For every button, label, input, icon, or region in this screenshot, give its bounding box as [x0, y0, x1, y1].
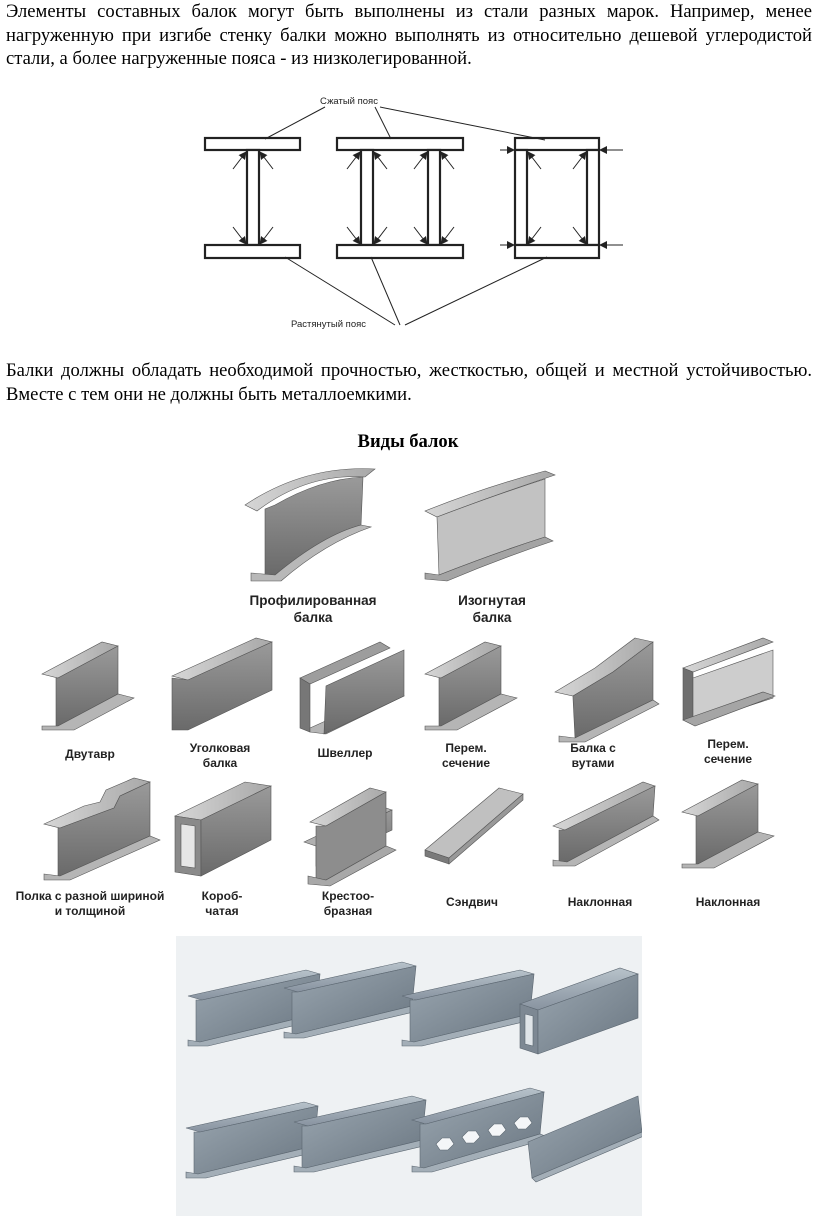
variable-section-label-1: Перем. — [445, 741, 486, 755]
curved-beam-image — [424, 470, 556, 582]
intro-paragraph: Элементы составных балок могут быть выпо… — [6, 1, 812, 69]
inclined-beam-image — [552, 781, 660, 867]
box-beam-image — [174, 781, 272, 877]
angle-beam-label-1: Уголковая — [190, 741, 251, 755]
steel-box-beam — [519, 967, 639, 1055]
composite-beam-diagram: Сжатый пояс Растянутый пояс — [203, 96, 623, 330]
requirements-paragraph: Балки должны обладать необходимой прочно… — [6, 360, 812, 405]
i-beam-image — [41, 641, 135, 731]
castellated-beam — [410, 1087, 551, 1173]
steel-channel-beam — [527, 1095, 642, 1183]
variable-section-beam-image — [424, 641, 518, 731]
cruciform-beam-image — [303, 787, 397, 887]
profiled-beam-image — [244, 468, 376, 582]
cruciform-label-2: бразная — [324, 904, 372, 918]
cruciform-label-1: Крестоо- — [322, 889, 374, 903]
curved-beam-label-1: Изогнутая — [458, 593, 526, 608]
compressed-flange-label: Сжатый пояс — [320, 96, 378, 107]
steel-beams-photo — [176, 936, 642, 1216]
curved-beam-label-2: балка — [473, 610, 512, 625]
sandwich-beam-image — [424, 787, 524, 865]
box-beam-label-2: чатая — [205, 904, 238, 918]
profiled-beam-label-1: Профилированная — [250, 593, 377, 608]
channel-beam-image — [299, 641, 405, 735]
ibeam-top-flange — [203, 136, 302, 152]
ibeam-bottom-flange — [203, 243, 302, 260]
inclined-beam-2-image — [681, 779, 775, 869]
box-bottom-flange — [335, 243, 465, 260]
variable-section-2-label-2: сечение — [704, 752, 752, 766]
i-beam-label: Двутавр — [65, 747, 115, 761]
haunched-beam-label-1: Балка с — [570, 741, 616, 755]
variable-section-2-label-1: Перем. — [707, 737, 748, 751]
box-beam-label-1: Короб- — [202, 889, 243, 903]
beam-types-figure: Профилированная балка Изогнутая балка Дв… — [16, 468, 776, 918]
unequal-flange-label-1: Полка с разной шириной — [16, 889, 165, 903]
inclined-2-label: Наклонная — [696, 895, 760, 909]
unequal-flange-beam-image — [43, 777, 161, 881]
inclined-label: Наклонная — [568, 895, 632, 909]
ibeam-web — [245, 148, 261, 247]
channel-beam-label: Швеллер — [317, 746, 372, 760]
box-web-left — [359, 148, 375, 247]
box-web-right — [426, 148, 442, 247]
box2-web-left — [513, 148, 529, 247]
box2-top-flange — [513, 136, 601, 152]
box2-web-right — [585, 148, 601, 247]
sandwich-label: Сэндвич — [446, 895, 498, 909]
box2-bottom-flange — [513, 243, 601, 260]
variable-section-label-2: сечение — [442, 756, 490, 770]
angle-beam-image — [171, 637, 273, 731]
haunched-beam-label-2: вутами — [572, 756, 615, 770]
tension-flange-label: Растянутый пояс — [291, 319, 366, 330]
unequal-flange-label-2: и толщиной — [55, 904, 126, 918]
angle-beam-label-2: балка — [203, 756, 238, 770]
variable-section-beam-2-image — [682, 637, 776, 727]
box-top-flange — [335, 136, 465, 152]
profiled-beam-label-2: балка — [294, 610, 333, 625]
haunched-beam-image — [554, 637, 660, 743]
section-heading: Виды балок — [357, 431, 459, 452]
